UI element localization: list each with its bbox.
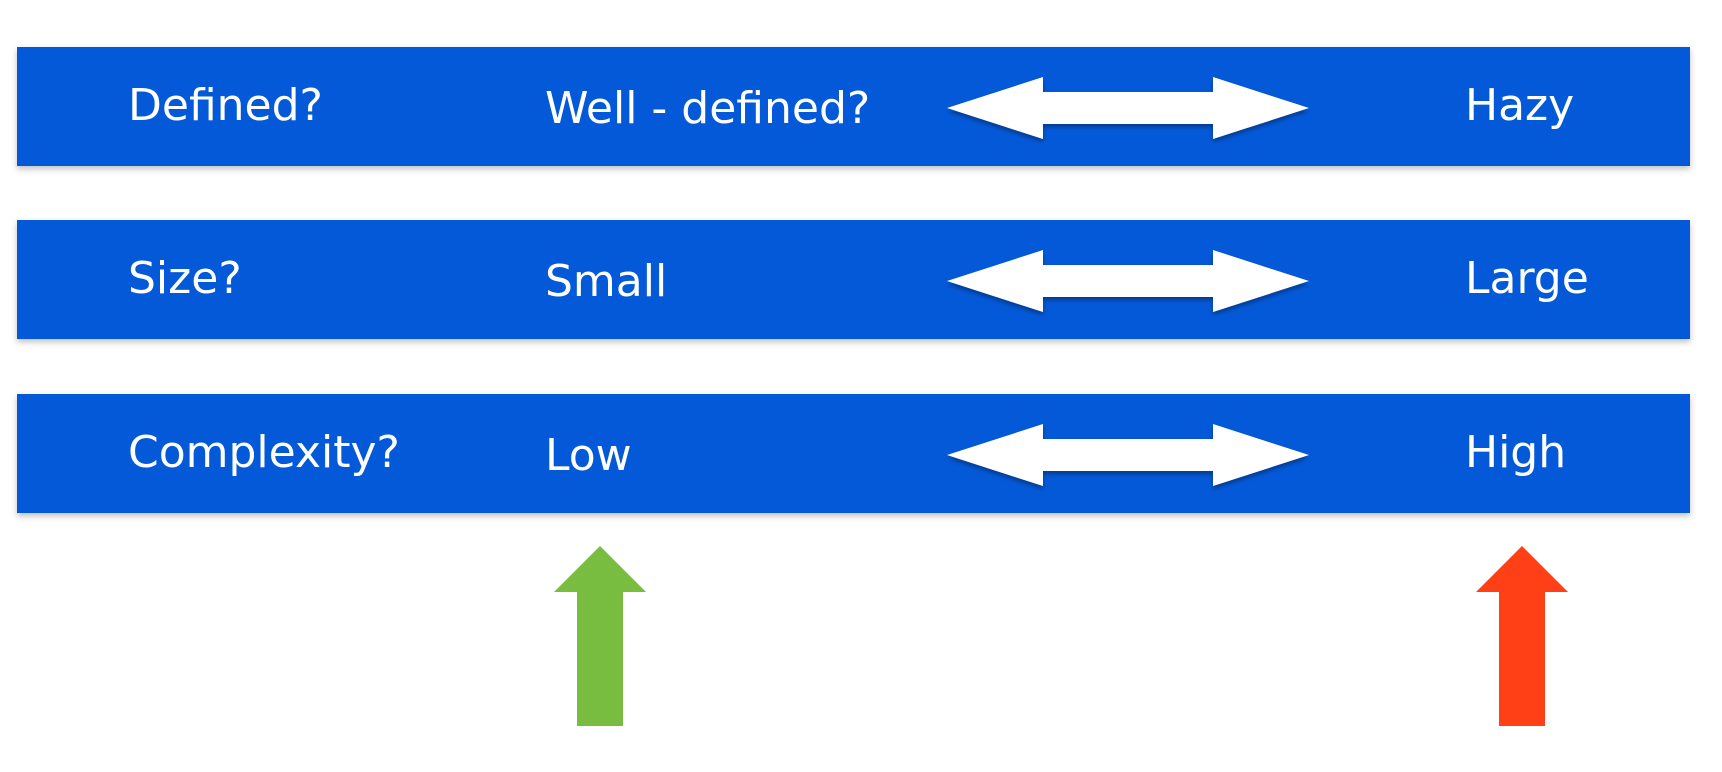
row-question: Size? [128, 253, 242, 304]
row-size: Size? Small Large [17, 220, 1690, 339]
row-question: Defined? [128, 80, 323, 131]
low-marker-up-arrow-icon [554, 546, 646, 726]
double-headed-arrow-icon [947, 77, 1309, 139]
double-headed-arrow-icon [947, 424, 1309, 486]
row-right-end: High [1465, 427, 1567, 478]
row-question: Complexity? [128, 427, 400, 478]
row-left-end: Low [545, 430, 632, 481]
row-complexity: Complexity? Low High [17, 394, 1690, 513]
high-marker-up-arrow-icon [1476, 546, 1568, 726]
row-left-end: Well - defined? [545, 83, 871, 134]
double-headed-arrow-icon [947, 250, 1309, 312]
row-right-end: Large [1465, 253, 1589, 304]
row-defined: Defined? Well - defined? Hazy [17, 47, 1690, 166]
row-right-end: Hazy [1465, 80, 1575, 131]
row-left-end: Small [545, 256, 668, 307]
